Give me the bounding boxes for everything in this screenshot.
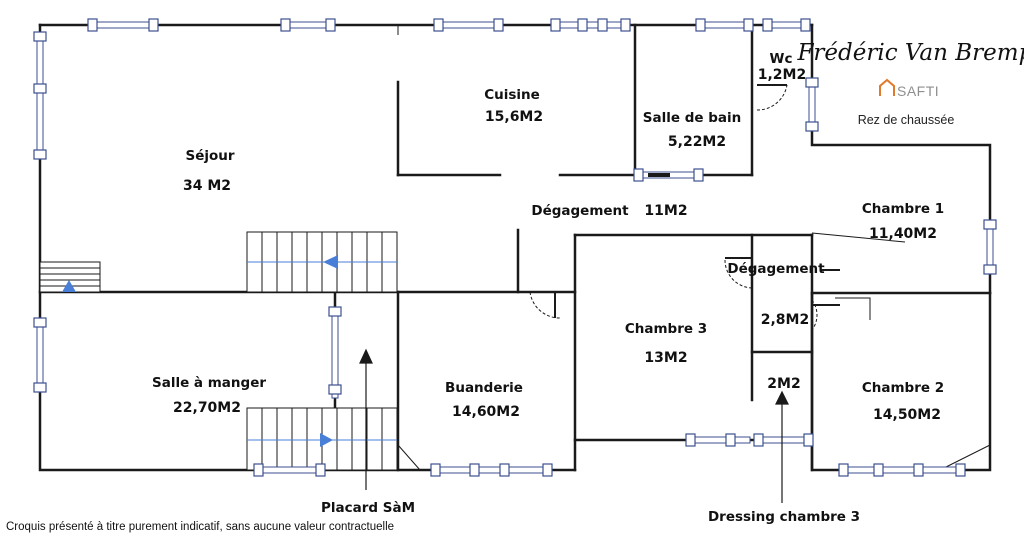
stairs-left (39, 261, 101, 293)
disclaimer: Croquis présenté à titre purement indica… (6, 521, 394, 533)
room-area-buanderie: 14,60M2 (452, 404, 520, 420)
room-name-salle-de-bain: Salle de bain (643, 110, 741, 126)
room-area-cuisine: 15,6M2 (485, 109, 543, 125)
room-name-chambre3: Chambre 3 (625, 321, 707, 337)
room-name-buanderie: Buanderie (445, 380, 523, 396)
room-area-degagement: 11M2 (644, 203, 687, 219)
stairs-upper (246, 231, 398, 293)
room-area-sejour: 34 M2 (183, 178, 231, 194)
room-name-wc: Wc (770, 51, 793, 67)
brand-name: SAFTI (897, 83, 939, 99)
floor-level-label: Rez de chaussée (858, 113, 955, 127)
room-area-degagement2: 2,8M2 (761, 312, 809, 328)
room-name-chambre1: Chambre 1 (862, 201, 944, 217)
room-labels: Séjour 34 M2 Cuisine 15,6M2 Salle de bai… (152, 51, 944, 525)
room-name-chambre2: Chambre 2 (862, 380, 944, 396)
room-area-dressing: 2M2 (767, 376, 800, 392)
door-swings (529, 84, 818, 331)
agent-signature: Frédéric Van Brempt (796, 40, 1024, 66)
room-name-sejour: Séjour (185, 148, 234, 164)
callout-placard: Placard SàM (321, 500, 415, 516)
room-name-degagement2: Dégagement (727, 261, 825, 277)
house-icon (879, 78, 895, 96)
bathroom-door-segment (648, 173, 670, 177)
room-name-salle-a-manger: Salle à manger (152, 375, 266, 391)
room-area-wc: 1,2M2 (758, 67, 806, 83)
room-area-chambre2: 14,50M2 (873, 407, 941, 423)
callout-arrows (359, 348, 789, 503)
room-area-salle-a-manger: 22,70M2 (173, 400, 241, 416)
window-mullions (33, 18, 997, 477)
callout-dressing: Dressing chambre 3 (708, 509, 860, 525)
stairs-lower (246, 407, 398, 471)
safti-logo: SAFTI (879, 78, 939, 99)
room-name-cuisine: Cuisine (484, 87, 540, 103)
door-leaves (554, 84, 840, 318)
room-name-degagement: Dégagement (531, 203, 629, 219)
room-area-chambre1: 11,40M2 (869, 226, 937, 242)
room-area-chambre3: 13M2 (644, 350, 687, 366)
thin-lines (397, 25, 991, 471)
room-area-salle-de-bain: 5,22M2 (668, 134, 726, 150)
